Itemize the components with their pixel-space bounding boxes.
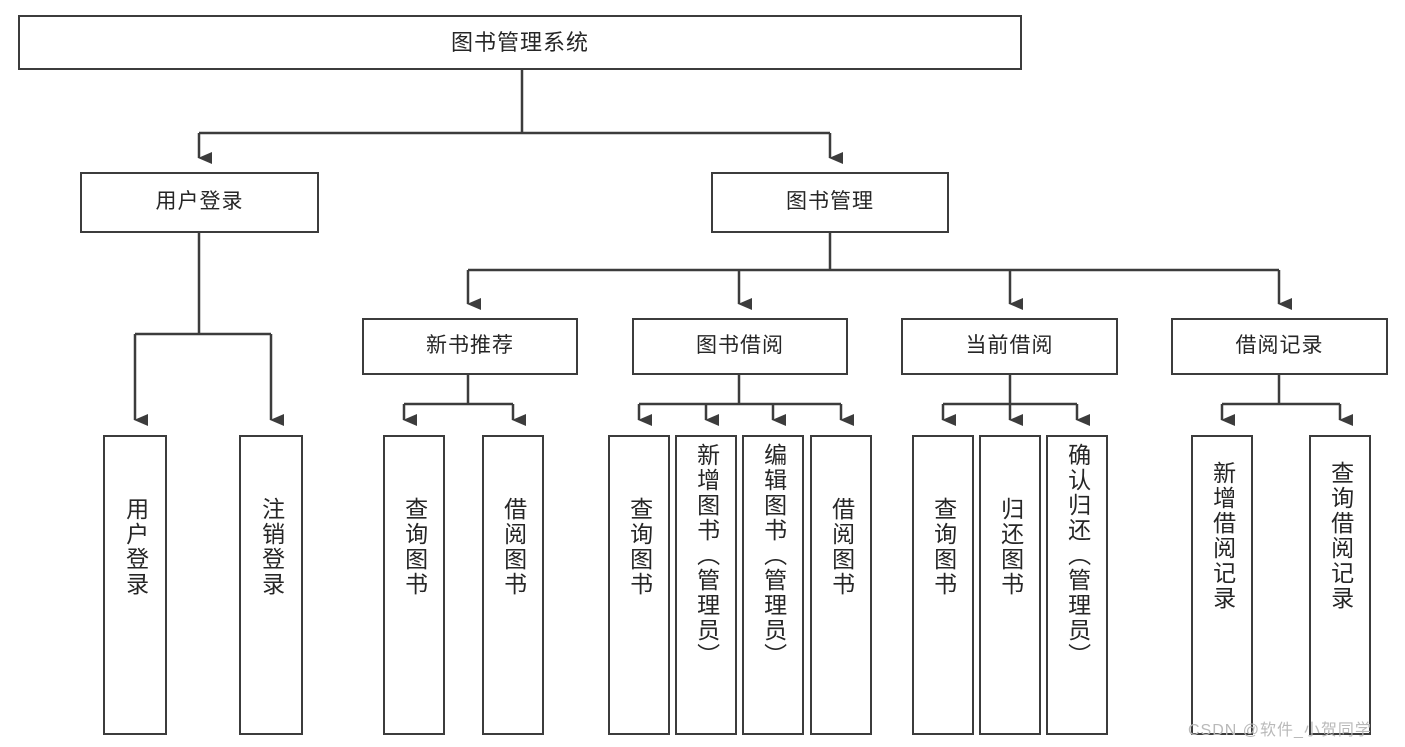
leaf-borrow-record-add[interactable]: 新增借阅记录 bbox=[1191, 435, 1253, 735]
node-label: 用户登录 bbox=[155, 190, 244, 214]
node-label: 借阅记录 bbox=[1235, 334, 1324, 358]
node-label: 图书管理 bbox=[786, 190, 874, 214]
node-book-borrow[interactable]: 图书借阅 bbox=[632, 318, 848, 375]
leaf-label: 编辑图书（管理员） bbox=[760, 443, 787, 668]
leaf-current-borrow-return[interactable]: 归还图书 bbox=[979, 435, 1041, 735]
leaf-label: 借阅图书 bbox=[828, 497, 855, 597]
leaf-label: 查询借阅记录 bbox=[1327, 461, 1354, 611]
leaf-current-borrow-query[interactable]: 查询图书 bbox=[912, 435, 974, 735]
csdn-watermark: CSDN @软件_小贺同学 bbox=[1188, 722, 1372, 739]
leaf-label: 查询图书 bbox=[401, 497, 428, 597]
node-label: 图书借阅 bbox=[696, 334, 784, 358]
leaf-label: 查询图书 bbox=[626, 497, 653, 597]
node-new-book-recommend[interactable]: 新书推荐 bbox=[362, 318, 578, 375]
leaf-borrow-record-query[interactable]: 查询借阅记录 bbox=[1309, 435, 1371, 735]
leaf-user-login-logout[interactable]: 注销登录 bbox=[239, 435, 303, 735]
leaf-label: 查询图书 bbox=[930, 497, 957, 597]
leaf-new-books-query[interactable]: 查询图书 bbox=[383, 435, 445, 735]
leaf-label: 借阅图书 bbox=[500, 497, 527, 597]
node-current-borrow[interactable]: 当前借阅 bbox=[901, 318, 1118, 375]
leaf-user-login-login[interactable]: 用户登录 bbox=[103, 435, 167, 735]
leaf-label: 注销登录 bbox=[258, 497, 285, 597]
leaf-book-borrow-add[interactable]: 新增图书（管理员） bbox=[675, 435, 737, 735]
leaf-label: 新增图书（管理员） bbox=[693, 443, 720, 668]
leaf-label: 归还图书 bbox=[997, 497, 1024, 597]
leaf-label: 新增借阅记录 bbox=[1209, 461, 1236, 611]
leaf-book-borrow-borrow[interactable]: 借阅图书 bbox=[810, 435, 872, 735]
leaf-label: 用户登录 bbox=[122, 497, 149, 597]
node-label: 新书推荐 bbox=[426, 334, 514, 358]
leaf-book-borrow-edit[interactable]: 编辑图书（管理员） bbox=[742, 435, 804, 735]
node-label: 当前借阅 bbox=[965, 334, 1054, 358]
node-book-management[interactable]: 图书管理 bbox=[711, 172, 949, 233]
leaf-label: 确认归还（管理员） bbox=[1064, 443, 1091, 668]
leaf-new-books-borrow[interactable]: 借阅图书 bbox=[482, 435, 544, 735]
node-root-system[interactable]: 图书管理系统 bbox=[18, 15, 1022, 70]
leaf-current-borrow-confirm[interactable]: 确认归还（管理员） bbox=[1046, 435, 1108, 735]
node-borrow-record[interactable]: 借阅记录 bbox=[1171, 318, 1388, 375]
node-label: 图书管理系统 bbox=[450, 29, 589, 55]
leaf-book-borrow-query[interactable]: 查询图书 bbox=[608, 435, 670, 735]
node-user-login[interactable]: 用户登录 bbox=[80, 172, 319, 233]
